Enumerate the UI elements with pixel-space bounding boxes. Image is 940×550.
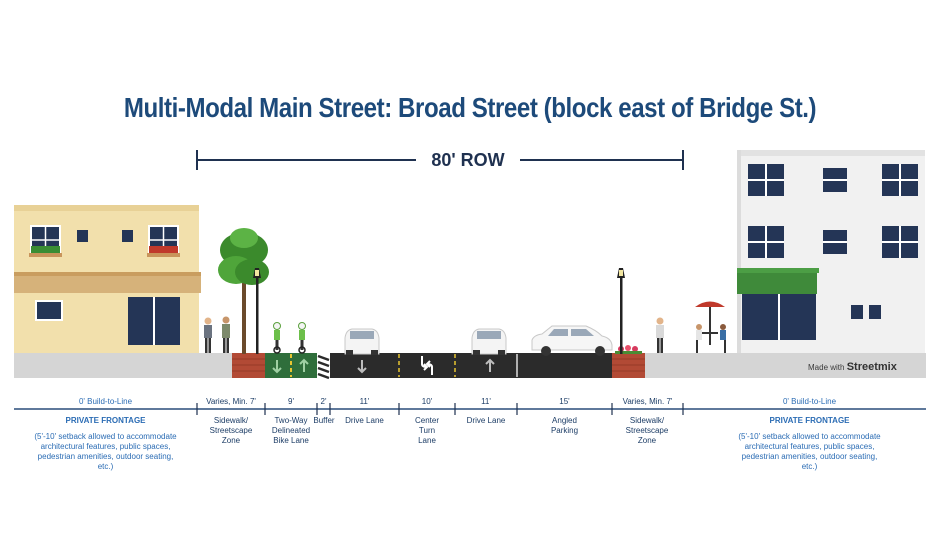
right-frontage-ground [683,353,926,378]
segment-width-buffer: 2' [320,397,327,406]
right-build-to-line: 0' Build-to-Line [782,397,837,406]
southbound-arrow-icon [357,360,367,374]
right-planter [612,345,645,378]
right-streetlight [617,268,625,354]
left-tree-planter [232,353,265,378]
segment-name-sidewalk-right: Sidewalk/ Streetscape Zone [625,416,669,445]
segment-width-drive-lane-2: 11' [481,397,491,406]
left-streetlight [253,268,261,354]
northbound-arrow-icon [485,358,495,372]
dimension-baseline [14,403,926,415]
segment-width-bike-lane: 9' [288,397,294,406]
car-northbound [471,328,507,355]
right-building [737,150,925,353]
credit-brand: Streetmix [846,361,897,373]
bike-up-arrow-icon [299,358,309,372]
turn-arrows-icon [421,356,433,375]
segment-name-buffer: Buffer [313,416,335,425]
outdoor-cafe-seating [695,301,726,353]
street-tree [218,228,269,354]
roadway [330,353,612,378]
segment-name-sidewalk-left: Sidewalk/ Streetscape Zone [209,416,253,445]
credit-prefix: Made with [808,363,845,372]
buffer-strip [317,353,330,380]
parked-car [531,325,613,356]
segment-name-drive-lane-2: Drive Lane [466,416,506,425]
right-frontage-description: (5'-10' setback allowed to accommodate a… [738,432,881,471]
segment-name-center-turn-lane: Center Turn Lane [414,416,439,445]
segment-name-drive-lane-1: Drive Lane [345,416,384,425]
right-frontage-title: PRIVATE FRONTAGE [769,416,850,425]
left-frontage-description: (5'-10' setback allowed to accommodate a… [34,432,177,471]
streetmix-credit: Made with Streetmix [808,361,897,373]
pedestrians-left [204,316,230,353]
segment-name-bike-lane: Two-Way Delineated Bike Lane [271,416,311,445]
pedestrian-right [656,317,664,353]
left-frontage-title: PRIVATE FRONTAGE [65,416,146,425]
segment-width-drive-lane-1: 11' [359,397,370,406]
left-building [14,205,201,353]
row-width-label: 80' ROW [416,150,520,171]
bike-down-arrow-icon [272,360,282,374]
car-southbound [344,328,380,355]
left-frontage-ground [14,353,197,378]
segment-width-sidewalk-left: Varies, Min. 7' [206,397,256,406]
segment-width-center-turn-lane: 10' [421,397,433,406]
cyclists [273,322,306,354]
segment-name-angled-parking: Angled Parking [550,416,579,435]
segment-width-sidewalk-right: Varies, Min. 7' [622,397,673,406]
segment-width-angled-parking: 15' [559,397,570,406]
left-build-to-line: 0' Build-to-Line [78,397,133,406]
diagram-title: Multi-Modal Main Street: Broad Street (b… [123,92,817,123]
